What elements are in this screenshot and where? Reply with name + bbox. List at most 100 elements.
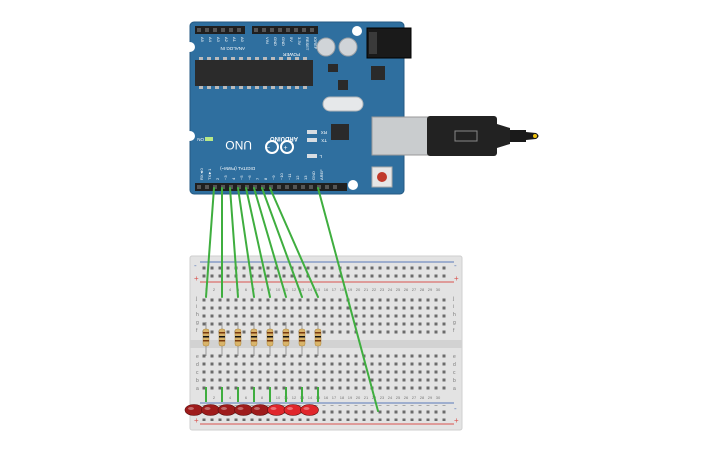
signal-wire[interactable]	[261, 187, 303, 298]
column-number: 18	[340, 287, 345, 292]
analog-pin-label: A0	[240, 37, 245, 43]
column-number: 20	[356, 395, 361, 400]
digital-pin-label: RX◄0	[199, 167, 204, 180]
resistor[interactable]	[314, 322, 322, 356]
power-header[interactable]	[252, 26, 318, 34]
digital-pin-label: 7	[255, 177, 260, 180]
led[interactable]	[234, 404, 253, 416]
usb-cable[interactable]	[371, 116, 539, 156]
power-led	[205, 137, 213, 141]
terminal-block-top	[202, 294, 450, 334]
power-pin-label: IOREF	[313, 37, 318, 50]
jumper-wires[interactable]	[205, 187, 379, 412]
column-number: 10	[276, 395, 281, 400]
resistor[interactable]	[234, 322, 242, 356]
row-letter: h	[196, 312, 199, 318]
led[interactable]	[283, 404, 303, 416]
led[interactable]	[250, 404, 270, 416]
svg-text:+: +	[194, 416, 199, 425]
power-pin-label: RESET	[305, 37, 310, 51]
digital-pin-label: ~10	[279, 172, 284, 180]
digital-header-label: DIGITAL (PWM~)	[220, 166, 255, 171]
digital-pin-label: ~5	[239, 175, 244, 180]
digital-pin-label: ~9	[271, 175, 276, 180]
resistor[interactable]	[202, 322, 210, 356]
svg-text:+: +	[284, 145, 288, 152]
row-letter: b	[196, 378, 199, 384]
led[interactable]	[267, 404, 286, 416]
resistor[interactable]	[250, 322, 258, 356]
analog-pin-label: A3	[216, 37, 221, 43]
column-number: 15	[316, 287, 321, 292]
column-number: 30	[436, 287, 441, 292]
resistor[interactable]	[218, 322, 226, 356]
capacitor	[316, 37, 336, 57]
column-number: 23	[380, 287, 385, 292]
ground-wire[interactable]	[317, 187, 379, 412]
rail-minus-label: -	[194, 261, 197, 270]
analog-header[interactable]	[195, 26, 245, 34]
column-number: 2	[213, 287, 216, 292]
column-number: 12	[292, 395, 297, 400]
row-letter: c	[453, 370, 456, 376]
column-number: 6	[245, 395, 248, 400]
svg-text:-: -	[454, 404, 457, 413]
digital-pin-label: 13	[303, 175, 308, 180]
digital-pin-label: TX►1	[207, 168, 212, 180]
column-number: 16	[324, 395, 329, 400]
column-number: 26	[404, 395, 409, 400]
resistor[interactable]	[282, 322, 290, 356]
led[interactable]	[217, 404, 237, 416]
column-number: 9	[269, 287, 272, 292]
resistors[interactable]	[202, 322, 322, 356]
resistor[interactable]	[266, 322, 274, 356]
row-letter: f	[196, 328, 198, 334]
column-number: 28	[420, 395, 425, 400]
analog-pin-label: A2	[224, 37, 229, 43]
column-number: 29	[428, 287, 433, 292]
reset-button[interactable]	[371, 166, 393, 188]
digital-pin-label: ~6	[247, 175, 252, 180]
signal-wire[interactable]	[253, 187, 287, 298]
breadboard[interactable]: - + - + 12345678910111213141516171819202…	[189, 255, 463, 431]
column-number: 17	[332, 395, 337, 400]
row-letter: b	[453, 378, 456, 384]
row-letter: g	[453, 320, 456, 326]
row-letter: a	[453, 386, 456, 392]
led[interactable]	[300, 404, 319, 416]
digital-pin-label: AREF	[319, 169, 324, 180]
column-number: 29	[428, 395, 433, 400]
column-number: 25	[396, 287, 401, 292]
row-letter: d	[196, 362, 199, 368]
resistor[interactable]	[298, 322, 306, 356]
column-number: 4	[229, 395, 232, 400]
signal-wire[interactable]	[245, 187, 271, 298]
leds[interactable]	[184, 404, 319, 416]
l-label: L	[319, 154, 322, 159]
model-label: UNO	[225, 138, 252, 152]
column-number: 14	[308, 287, 313, 292]
signal-wire[interactable]	[237, 187, 255, 298]
row-letter: d	[453, 362, 456, 368]
terminal-block-bottom	[202, 352, 450, 392]
signal-wire[interactable]	[269, 187, 319, 298]
signal-wire[interactable]	[205, 187, 215, 298]
column-number: 27	[412, 395, 417, 400]
analog-pin-label: A1	[232, 37, 237, 43]
column-number: 14	[308, 395, 313, 400]
digital-pin-label: 12	[295, 175, 300, 180]
analog-pin-label: A4	[208, 37, 213, 43]
led[interactable]	[184, 404, 204, 416]
digital-pin-label: GND	[311, 171, 316, 180]
row-letter: i	[453, 304, 454, 310]
led[interactable]	[201, 404, 220, 416]
row-letter: j	[195, 296, 197, 302]
brand-label: ARDUINO	[270, 135, 298, 141]
column-number: 6	[245, 287, 248, 292]
svg-text:+: +	[454, 274, 459, 283]
column-number: 25	[396, 395, 401, 400]
signal-wire[interactable]	[229, 187, 239, 298]
